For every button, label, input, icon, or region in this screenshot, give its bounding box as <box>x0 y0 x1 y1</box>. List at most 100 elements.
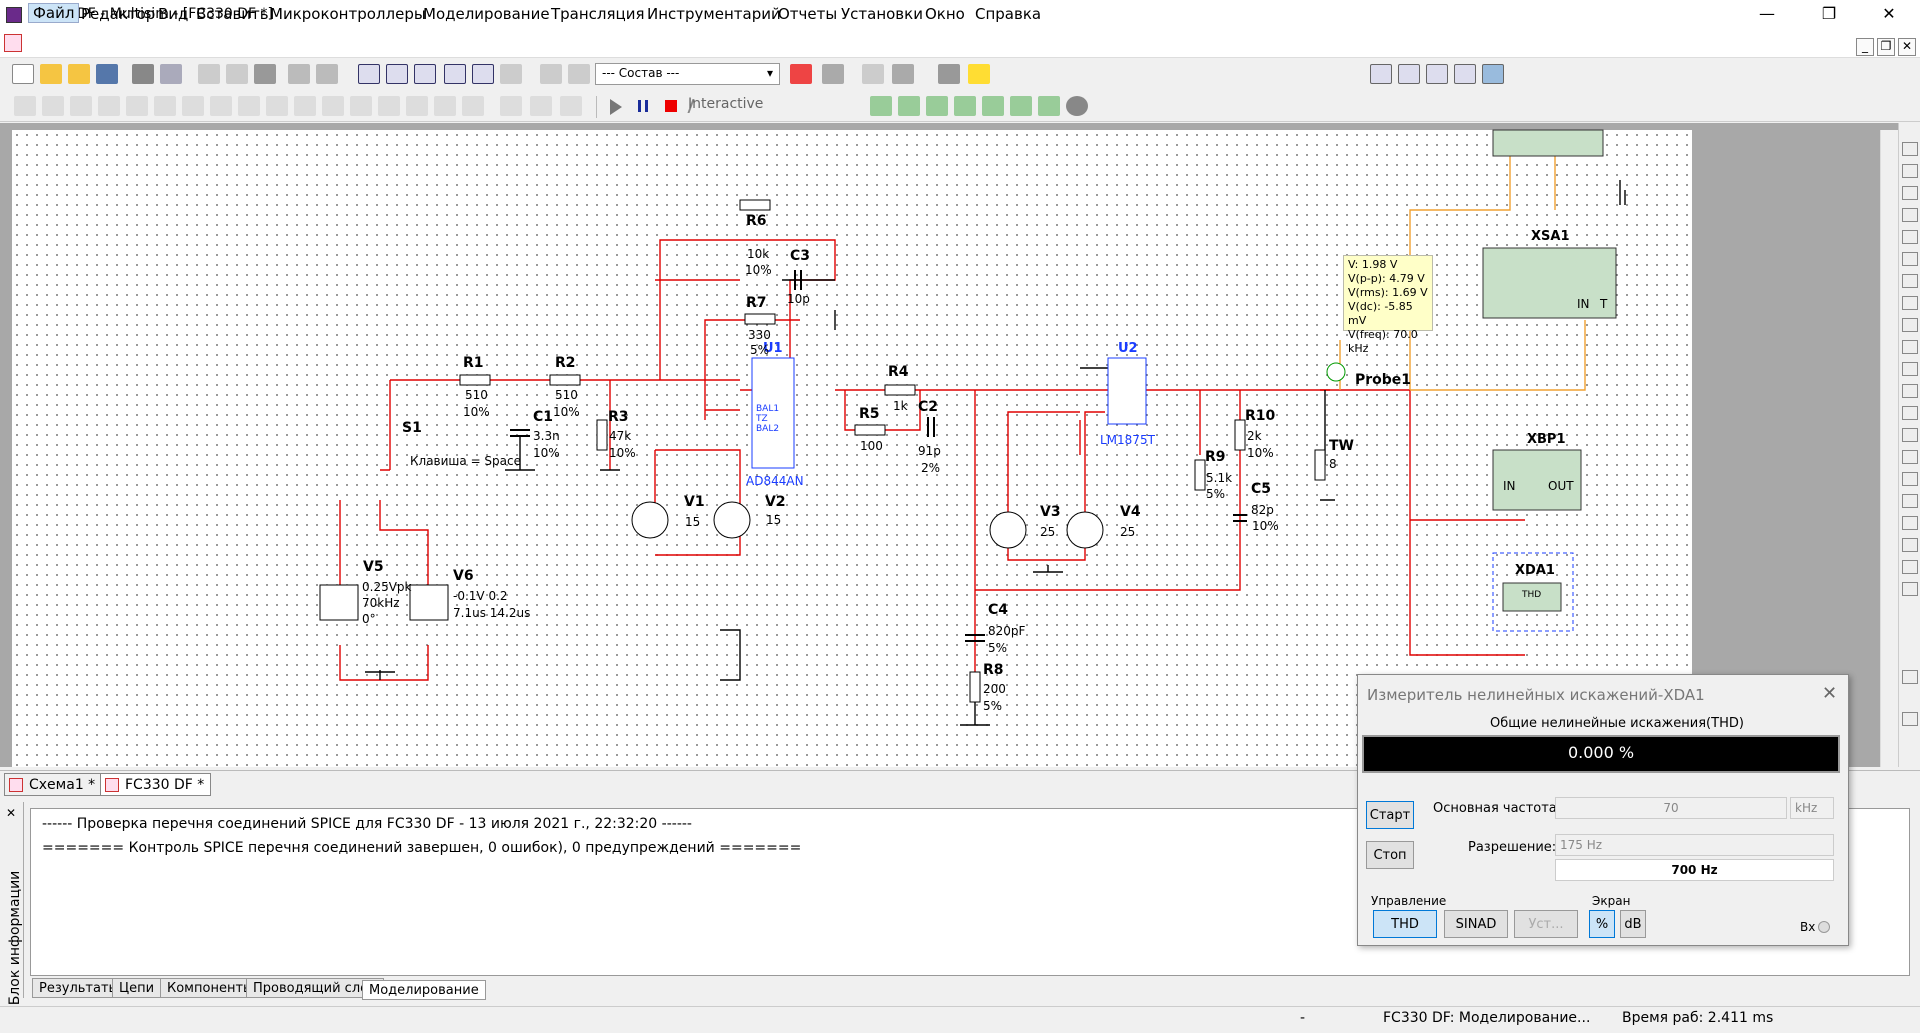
place-cmos-icon[interactable] <box>182 96 204 116</box>
capacitors[interactable] <box>510 270 1247 642</box>
menu-view[interactable]: Вид <box>158 5 189 23</box>
import-icon[interactable] <box>822 64 844 84</box>
menu-microcontrollers[interactable]: Микроконтроллеры <box>270 5 426 23</box>
place-diode-icon[interactable] <box>70 96 92 116</box>
source-v2[interactable] <box>713 501 751 539</box>
open-sample-icon[interactable] <box>68 64 90 84</box>
redo-icon[interactable] <box>316 64 338 84</box>
resolution-select[interactable]: 175 Hz <box>1555 834 1834 856</box>
oscilloscope-icon[interactable] <box>1902 208 1918 222</box>
tab-results[interactable]: Результаты <box>32 978 126 998</box>
electrical-rules-icon[interactable] <box>540 64 562 84</box>
postprocessor-icon[interactable] <box>472 64 494 84</box>
tab-copper-layers[interactable]: Проводящий слой <box>246 978 384 998</box>
resistor-r1[interactable] <box>459 374 491 386</box>
probe-vi-icon[interactable] <box>982 96 1004 116</box>
tab-fc330[interactable]: FC330 DF * <box>100 773 212 796</box>
help-icon[interactable] <box>968 64 990 84</box>
generator-v6[interactable] <box>409 584 449 621</box>
zoom-in-icon[interactable] <box>1370 64 1392 84</box>
fundamental-unit[interactable]: kHz <box>1790 797 1834 819</box>
document-icon[interactable] <box>4 34 22 52</box>
resistor-r9[interactable] <box>1194 459 1206 491</box>
spreadsheet-icon[interactable] <box>386 64 408 84</box>
print-icon[interactable] <box>132 64 154 84</box>
place-ttl-icon[interactable] <box>154 96 176 116</box>
resistor-r7[interactable] <box>744 313 776 325</box>
resistor-r4[interactable] <box>884 384 916 396</box>
info-close-button[interactable]: ✕ <box>6 806 17 820</box>
schematic-canvas[interactable]: R6 C3 R7 R1 R2 C1 R3 R4 R5 C2 R9 R10 C5 … <box>0 0 1920 770</box>
place-junction-icon[interactable] <box>560 96 582 116</box>
place-mixed-icon[interactable] <box>238 96 260 116</box>
probe-reference-icon[interactable] <box>1010 96 1032 116</box>
component-wizard-icon[interactable] <box>500 64 522 84</box>
resistor-r2[interactable] <box>549 374 581 386</box>
iv-analyzer-icon[interactable] <box>1902 362 1918 376</box>
probe-icon[interactable] <box>1326 362 1346 382</box>
tektronix-scope-icon[interactable] <box>1902 516 1918 530</box>
place-electromech-icon[interactable] <box>378 96 400 116</box>
stop-button[interactable]: Стоп <box>1366 841 1414 869</box>
resistor-r10[interactable] <box>1234 419 1246 451</box>
probe-tool-icon[interactable] <box>1902 670 1918 684</box>
transfer-icon[interactable] <box>892 64 914 84</box>
stop-icon[interactable] <box>665 100 677 112</box>
labview-icon[interactable] <box>1902 538 1918 552</box>
resistor-tw[interactable] <box>1314 449 1326 481</box>
back-annotate-icon[interactable] <box>568 64 590 84</box>
settings-button[interactable]: Уст... <box>1514 910 1578 938</box>
new-icon[interactable] <box>12 64 34 84</box>
in-use-list-icon[interactable] <box>790 64 812 84</box>
design-toolbox-icon[interactable] <box>358 64 380 84</box>
agilent-generator-icon[interactable] <box>1902 450 1918 464</box>
menu-help[interactable]: Справка <box>975 5 1042 23</box>
zoom-fit-icon[interactable] <box>1454 64 1476 84</box>
menu-edit[interactable]: Редактор <box>81 5 156 23</box>
tab-simulation[interactable]: Моделирование <box>362 980 486 1000</box>
pause-icon[interactable] <box>638 100 648 112</box>
place-connector-icon[interactable] <box>406 96 428 116</box>
fundamental-input[interactable]: 70 <box>1555 797 1787 819</box>
place-rf-icon[interactable] <box>350 96 372 116</box>
menu-tools[interactable]: Инструментарий <box>647 5 781 23</box>
place-mcu-module-icon[interactable] <box>434 96 456 116</box>
probe-power-icon[interactable] <box>926 96 948 116</box>
database-icon[interactable] <box>414 64 436 84</box>
input-terminal-icon[interactable] <box>1818 921 1830 933</box>
menu-file[interactable]: Файл <box>28 3 80 23</box>
frequency-counter-icon[interactable] <box>1902 274 1918 288</box>
menu-window[interactable]: Окно <box>925 5 965 23</box>
resistor-r6[interactable] <box>739 199 771 211</box>
source-v4[interactable] <box>1066 511 1104 549</box>
schematic-sheet[interactable] <box>12 130 1692 767</box>
copy-icon[interactable] <box>226 64 248 84</box>
opamp-u2[interactable] <box>1107 357 1147 425</box>
tab-components[interactable]: Компоненты <box>160 978 261 998</box>
mdi-minimize-button[interactable]: _ <box>1856 38 1874 56</box>
place-misc-icon[interactable] <box>322 96 344 116</box>
distortion-analyzer-icon[interactable] <box>1902 384 1918 398</box>
place-bus-icon[interactable] <box>462 96 484 116</box>
full-screen-icon[interactable] <box>1482 64 1504 84</box>
place-transistor-icon[interactable] <box>98 96 120 116</box>
open-icon[interactable] <box>40 64 62 84</box>
logic-converter-icon[interactable] <box>1902 318 1918 332</box>
word-generator-icon[interactable] <box>1902 296 1918 310</box>
place-power-icon[interactable] <box>294 96 316 116</box>
source-v3[interactable] <box>989 511 1027 549</box>
generator-v5[interactable] <box>319 584 359 621</box>
tab-nets[interactable]: Цепи <box>112 978 162 998</box>
instrument-xbp1[interactable] <box>1492 449 1582 511</box>
menu-insert[interactable]: Вставить <box>196 5 269 23</box>
menu-simulate[interactable]: Моделирование <box>423 5 550 23</box>
menu-options[interactable]: Установки <box>841 5 923 23</box>
run-icon[interactable] <box>610 99 622 115</box>
logic-analyzer-icon[interactable] <box>1902 340 1918 354</box>
menu-reports[interactable]: Отчеты <box>778 5 838 23</box>
percent-button[interactable]: % <box>1589 910 1615 938</box>
place-hier-block-icon[interactable] <box>500 96 522 116</box>
probe-voltage-icon[interactable] <box>870 96 892 116</box>
mdi-close-button[interactable]: ✕ <box>1898 38 1916 56</box>
spectrum-analyzer-icon[interactable] <box>1902 406 1918 420</box>
